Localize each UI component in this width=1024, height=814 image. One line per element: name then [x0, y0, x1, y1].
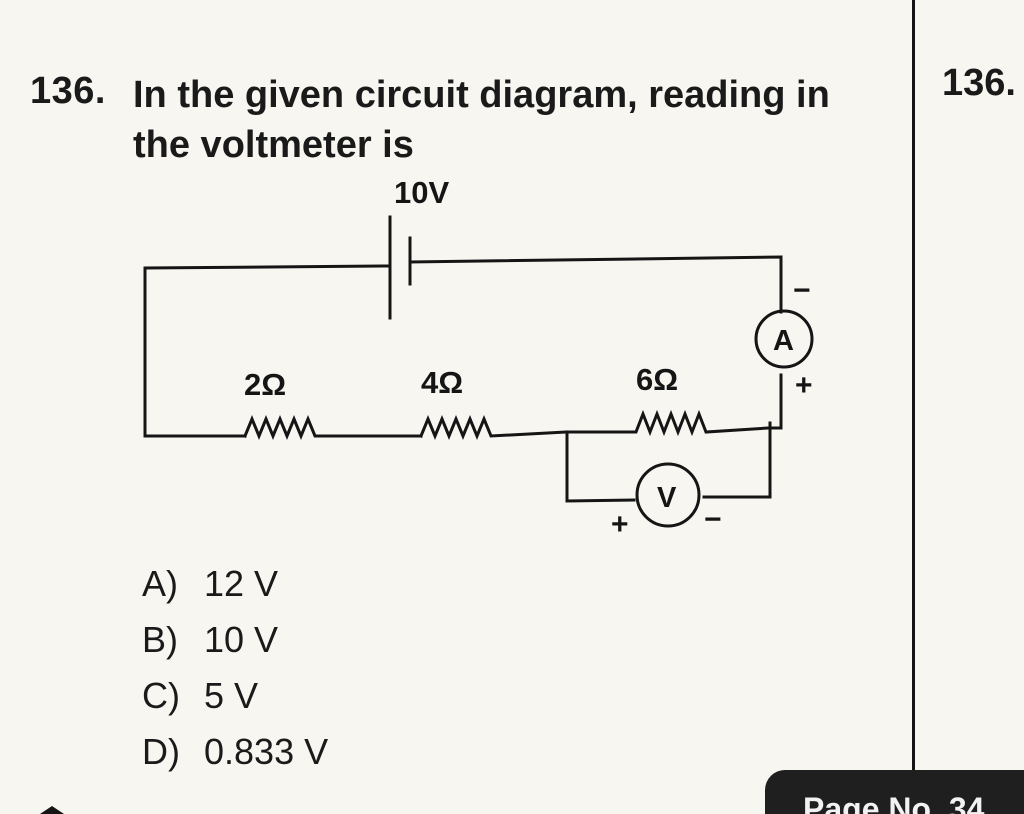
option-label: D)	[142, 731, 180, 772]
ammeter-positive-sign: +	[795, 369, 813, 402]
answer-options: A) 12 V B) 10 V C) 5 V D) 0.833 V	[142, 556, 328, 780]
resistor-4ohm-symbol	[419, 415, 569, 440]
option-value: 12 V	[204, 563, 279, 604]
option-a[interactable]: A) 12 V	[142, 556, 328, 612]
option-label: A)	[142, 563, 178, 604]
next-column-question-number: 136.	[942, 62, 1016, 104]
page-corner-marker	[40, 806, 64, 814]
resistor-2ohm-label: 2Ω	[244, 367, 286, 402]
resistor-6ohm-symbol	[565, 373, 783, 437]
left-wire	[143, 264, 390, 438]
battery-voltage-label: 10V	[394, 175, 449, 210]
option-d[interactable]: D) 0.833 V	[142, 724, 328, 780]
question-number: 136.	[30, 70, 106, 112]
resistor-4ohm-label: 4Ω	[421, 365, 463, 400]
option-label: B)	[142, 619, 178, 660]
ammeter-label: A	[773, 325, 794, 357]
option-c[interactable]: C) 5 V	[142, 668, 328, 724]
option-label: C)	[142, 675, 180, 716]
page-number-text: Page No. 34	[803, 791, 985, 814]
column-divider	[912, 0, 915, 770]
option-b[interactable]: B) 10 V	[142, 612, 328, 668]
voltmeter-positive-sign: +	[611, 508, 629, 541]
ammeter-circle	[754, 309, 814, 369]
option-value: 0.833 V	[204, 731, 329, 772]
page-number-tab: Page No. 34	[765, 770, 1024, 814]
voltmeter-right-wire	[702, 421, 772, 499]
voltmeter-circle	[635, 462, 701, 528]
ammeter-negative-sign: −	[793, 274, 811, 307]
top-right-wire	[408, 255, 783, 314]
resistor-2ohm-symbol	[243, 415, 423, 440]
question-text: In the given circuit diagram, reading in…	[133, 74, 830, 166]
voltmeter-negative-sign: −	[704, 503, 722, 536]
voltmeter-label: V	[657, 482, 677, 514]
option-value: 10 V	[204, 619, 279, 660]
option-value: 5 V	[204, 675, 259, 716]
voltmeter-left-wire	[565, 430, 636, 503]
resistor-6ohm-label: 6Ω	[636, 362, 678, 397]
